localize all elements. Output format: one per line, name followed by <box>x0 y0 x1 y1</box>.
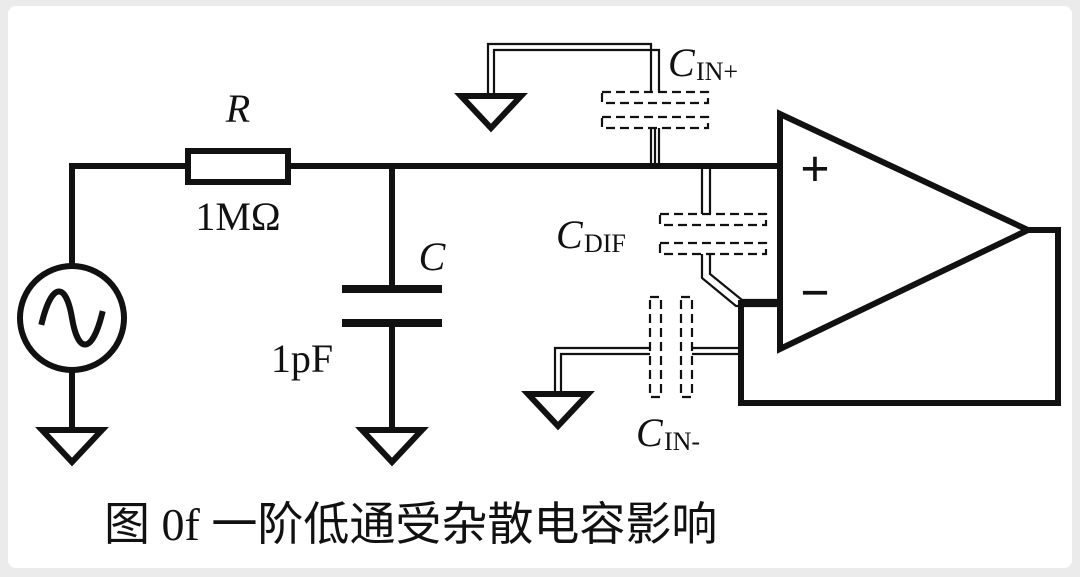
cdif-label-main: C <box>556 212 584 257</box>
capacitor-name-label: C <box>419 234 447 279</box>
ground-icon <box>355 427 429 467</box>
cin-plus-parasitic-capacitor <box>486 42 710 166</box>
minus-input-sign: − <box>800 265 830 322</box>
feedback-wire <box>738 227 1061 406</box>
ground-icon <box>521 391 595 431</box>
plus-input-sign: + <box>800 141 830 198</box>
cdif-parasitic-capacitor <box>658 166 780 308</box>
ac-source-symbol <box>17 263 127 373</box>
opamp-symbol <box>777 109 1036 354</box>
cin-minus-label-main: C <box>636 410 664 455</box>
cin-minus-parasitic-capacitor <box>553 295 741 399</box>
ground-icon <box>454 93 528 133</box>
figure-caption: 图 0f 一阶低通受杂散电容影响 <box>104 499 717 550</box>
ground-icon <box>35 427 109 467</box>
cin-plus-label-sub: IN+ <box>696 57 738 86</box>
cin-minus-label-sub: IN- <box>664 427 700 456</box>
figure-card <box>8 6 1072 568</box>
capacitor-value-label: 1pF <box>271 336 333 381</box>
input-wire <box>69 163 191 269</box>
resistor-value-label: 1MΩ <box>195 194 280 239</box>
resistor-symbol <box>185 148 291 185</box>
cdif-label-sub: DIF <box>584 229 626 258</box>
cin-plus-label-main: C <box>668 40 696 85</box>
resistor-name-label: R <box>225 86 250 131</box>
